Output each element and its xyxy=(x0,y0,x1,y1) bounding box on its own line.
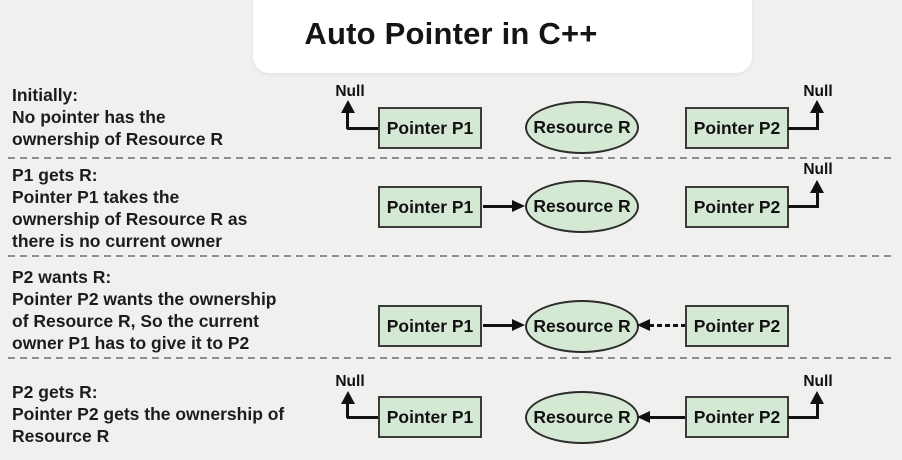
connector-line xyxy=(788,205,819,208)
caption-line: owner P1 has to give it to P2 xyxy=(12,333,250,353)
resource-ellipse: Resource R xyxy=(525,180,639,233)
caption-line: Initially: xyxy=(12,85,79,105)
connector-line xyxy=(347,416,378,419)
connector-line xyxy=(816,112,819,129)
step-caption-p1-gets-r: P1 gets R: Pointer P1 takes the ownershi… xyxy=(12,164,247,252)
caption-line: Pointer P2 gets the ownership of xyxy=(12,404,285,424)
null-arrow-up-icon xyxy=(810,180,824,193)
pointer-p2-box: Pointer P2 xyxy=(685,396,789,438)
pointer-p2-box: Pointer P2 xyxy=(685,186,789,228)
caption-line: Pointer P2 wants the ownership xyxy=(12,289,277,309)
null-arrow-up-icon xyxy=(341,391,355,404)
caption-line: No pointer has the xyxy=(12,107,166,127)
pointer-p2-box: Pointer P2 xyxy=(685,305,789,347)
null-label: Null xyxy=(803,161,833,178)
null-arrow-up-icon xyxy=(810,100,824,113)
page-title: Auto Pointer in C++ xyxy=(304,16,598,51)
row-separator xyxy=(8,357,894,359)
null-arrow-up-icon xyxy=(810,391,824,404)
caption-line: of Resource R, So the current xyxy=(12,311,259,331)
row-separator xyxy=(8,255,894,257)
null-arrow-up-icon xyxy=(341,100,355,113)
pointer-p1-box: Pointer P1 xyxy=(378,396,482,438)
connector-line xyxy=(346,112,349,129)
resource-ellipse: Resource R xyxy=(525,391,639,444)
caption-line: there is no current owner xyxy=(12,231,223,251)
caption-line: P2 gets R: xyxy=(12,382,98,402)
null-label: Null xyxy=(803,83,833,100)
ownership-arrow-line xyxy=(483,205,513,208)
pointer-p1-box: Pointer P1 xyxy=(378,186,482,228)
caption-line: ownership of Resource R xyxy=(12,129,224,149)
ownership-arrow-line xyxy=(483,324,513,327)
caption-line: P2 wants R: xyxy=(12,267,112,287)
caption-line: ownership of Resource R as xyxy=(12,209,248,229)
arrow-right-icon xyxy=(512,319,525,331)
arrow-right-icon xyxy=(512,200,525,212)
title-card xyxy=(253,0,752,73)
pointer-p1-box: Pointer P1 xyxy=(378,107,482,149)
caption-line: Resource R xyxy=(12,426,110,446)
connector-line xyxy=(788,416,819,419)
step-caption-p2-wants-r: P2 wants R: Pointer P2 wants the ownersh… xyxy=(12,266,277,354)
step-caption-initially: Initially: No pointer has the ownership … xyxy=(12,84,223,150)
connector-line xyxy=(346,402,349,418)
null-label: Null xyxy=(335,373,365,390)
step-caption-p2-gets-r: P2 gets R: Pointer P2 gets the ownership… xyxy=(12,381,284,447)
connector-line xyxy=(816,191,819,207)
pointer-p1-box: Pointer P1 xyxy=(378,305,482,347)
caption-line: Pointer P1 takes the xyxy=(12,187,180,207)
null-label: Null xyxy=(335,83,365,100)
null-label: Null xyxy=(803,373,833,390)
resource-ellipse: Resource R xyxy=(525,101,639,154)
dashed-request-arrow-line xyxy=(649,324,686,327)
pointer-p2-box: Pointer P2 xyxy=(685,107,789,149)
arrow-left-icon xyxy=(637,319,650,331)
caption-line: P1 gets R: xyxy=(12,165,98,185)
arrow-left-icon xyxy=(637,411,650,423)
row-separator xyxy=(8,157,894,159)
resource-ellipse: Resource R xyxy=(525,300,639,353)
connector-line xyxy=(816,402,819,418)
connector-line xyxy=(788,127,819,130)
ownership-arrow-line xyxy=(649,416,686,419)
connector-line xyxy=(347,127,378,130)
